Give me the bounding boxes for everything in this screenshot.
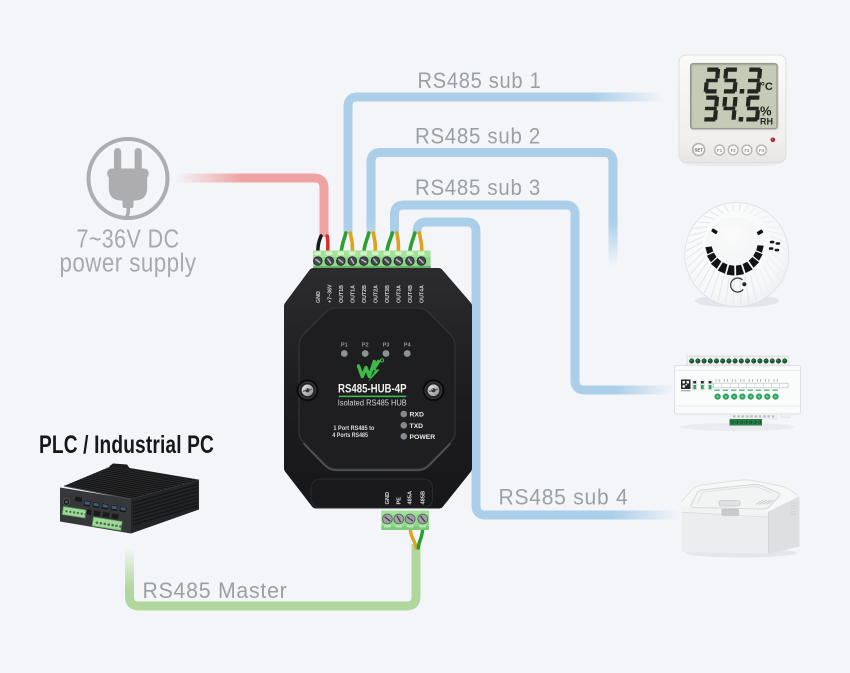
svg-text:RH: RH xyxy=(760,117,773,127)
svg-text:RS485 sub 3: RS485 sub 3 xyxy=(415,175,541,200)
svg-text:OUT3B: OUT3B xyxy=(385,285,391,303)
svg-text:POWER: POWER xyxy=(410,434,436,441)
svg-text:OUT2A: OUT2A xyxy=(374,285,380,303)
svg-text:°C: °C xyxy=(761,81,773,93)
svg-text:RXD: RXD xyxy=(410,412,424,419)
svg-text:4 Ports RS485: 4 Ports RS485 xyxy=(332,432,368,439)
svg-text:TXD: TXD xyxy=(410,423,424,430)
svg-text:power supply: power supply xyxy=(60,250,197,278)
svg-text:OUT1A: OUT1A xyxy=(351,285,357,303)
svg-text:+7~36V: +7~36V xyxy=(328,284,334,303)
svg-text:7~36V DC: 7~36V DC xyxy=(77,226,180,254)
svg-text:PLC / Industrial PC: PLC / Industrial PC xyxy=(39,431,214,459)
svg-text:RS485-HUB-4P: RS485-HUB-4P xyxy=(338,384,407,396)
svg-text:OUT4B: OUT4B xyxy=(408,285,414,303)
svg-text:RS485 sub 4: RS485 sub 4 xyxy=(499,485,629,510)
svg-text:%: % xyxy=(760,104,772,119)
svg-text:F3: F3 xyxy=(744,148,750,153)
svg-text:OUT4A: OUT4A xyxy=(420,285,426,303)
svg-text:P4: P4 xyxy=(404,343,412,349)
svg-text:GND: GND xyxy=(316,291,322,303)
svg-text:485A: 485A xyxy=(408,491,414,505)
svg-text:RS485 sub 1: RS485 sub 1 xyxy=(418,68,542,93)
svg-text:P3: P3 xyxy=(383,343,390,349)
svg-text:RS485 sub 2: RS485 sub 2 xyxy=(415,124,541,149)
svg-text:OUT3A: OUT3A xyxy=(397,285,403,303)
svg-text:F2: F2 xyxy=(731,148,737,153)
svg-text:OUT1B: OUT1B xyxy=(339,285,345,303)
svg-text:GND: GND xyxy=(385,492,391,505)
svg-text:RS485 Master: RS485 Master xyxy=(143,578,288,603)
svg-text:Isolated RS485 HUB: Isolated RS485 HUB xyxy=(338,397,407,407)
svg-text:OUT2B: OUT2B xyxy=(362,285,368,303)
svg-text:F4: F4 xyxy=(759,148,765,153)
svg-text:485B: 485B xyxy=(420,491,426,505)
svg-text:SET: SET xyxy=(694,148,703,153)
svg-text:PE: PE xyxy=(396,497,402,505)
svg-text:F1: F1 xyxy=(717,148,723,153)
svg-text:P2: P2 xyxy=(362,343,369,349)
svg-text:P1: P1 xyxy=(341,343,348,349)
svg-text:1 Port RS485 to: 1 Port RS485 to xyxy=(333,425,374,432)
